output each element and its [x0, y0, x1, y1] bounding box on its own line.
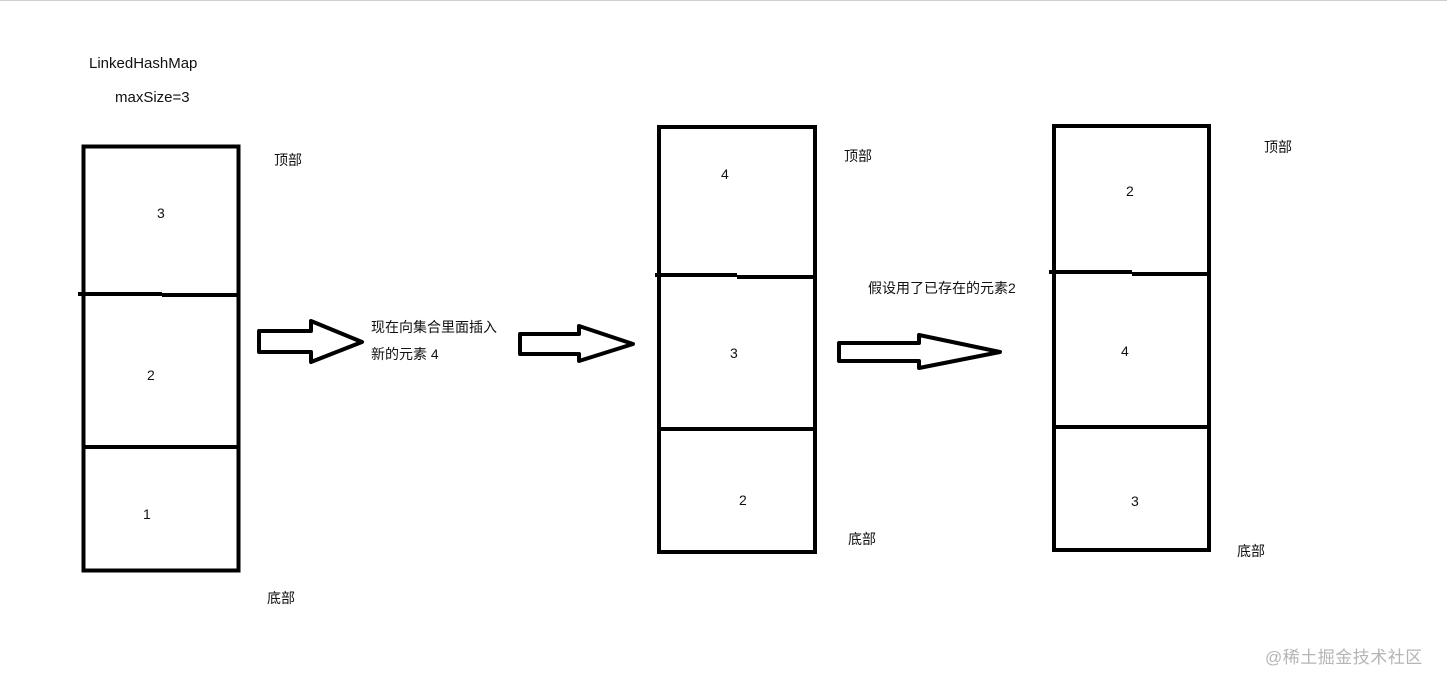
stack-after-access: 2 4 3: [1049, 124, 1211, 552]
cell-value: 2: [739, 492, 747, 508]
insert-step-text-2: 新的元素 4: [371, 346, 439, 362]
top-border: [0, 0, 1447, 1]
cell-value: 4: [1121, 343, 1129, 359]
cell-value: 3: [1131, 493, 1139, 509]
bottom-label: 底部: [1237, 543, 1265, 559]
insert-step-text: 现在向集合里面插入: [371, 319, 497, 335]
arrow-right-icon: [518, 324, 635, 363]
stack-frame: [78, 144, 241, 573]
top-label: 顶部: [844, 148, 872, 164]
cell-value: 2: [147, 367, 155, 383]
stack-initial: 3 2 1: [78, 144, 241, 573]
bottom-label: 底部: [267, 590, 295, 606]
top-label: 顶部: [1264, 139, 1292, 155]
cell-value: 2: [1126, 183, 1134, 199]
max-size-label: maxSize=3: [115, 89, 190, 106]
watermark: @稀土掘金技术社区: [1265, 648, 1423, 667]
cell-value: 1: [143, 506, 151, 522]
access-step-text: 假设用了已存在的元素2: [868, 280, 1016, 296]
top-label: 顶部: [274, 152, 302, 168]
arrow-right-icon: [257, 319, 364, 364]
cell-value: 3: [730, 345, 738, 361]
stack-after-insert: 4 3 2: [655, 125, 817, 554]
cell-value: 3: [157, 205, 165, 221]
diagram-title: LinkedHashMap: [89, 55, 198, 72]
stack-frame: [1049, 124, 1211, 552]
bottom-label: 底部: [848, 531, 876, 547]
arrow-right-icon: [837, 333, 1002, 370]
cell-value: 4: [721, 166, 729, 182]
stack-frame: [655, 125, 817, 554]
